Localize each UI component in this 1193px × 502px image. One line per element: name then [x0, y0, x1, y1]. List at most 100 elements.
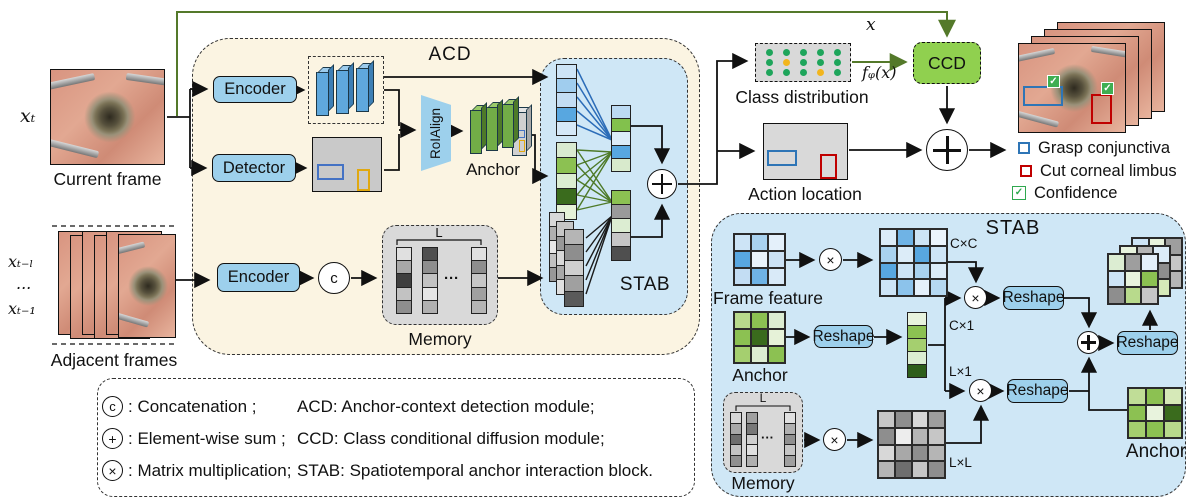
adjacent-var-ellipsis: ...: [16, 274, 32, 293]
matmul-operator-4: ×: [823, 428, 846, 451]
concat-operator: c: [318, 262, 350, 294]
roialign-label: RoIAlign: [428, 107, 444, 159]
reshape-box-4: Reshape: [1116, 331, 1179, 355]
legend-box: [97, 378, 695, 497]
cc-attention-grid: [879, 228, 948, 297]
memory-column: [730, 412, 742, 467]
dim-ll-label: L×L: [949, 455, 972, 470]
anchor-input-caption: Anchor: [732, 365, 788, 385]
frame-feature-caption: Frame feature: [713, 288, 823, 308]
adjacent-var-top: xₜ₋ₗ: [8, 252, 34, 271]
ll-attention-grid: [877, 410, 946, 479]
legend-sum-icon: +: [102, 428, 123, 449]
encoder-top-box: Encoder: [213, 76, 297, 103]
detected-blue-bbox: [317, 164, 344, 180]
reshape-box-3: Reshape: [1006, 379, 1069, 403]
ccd-module-box: CCD: [913, 42, 981, 84]
memory-ellipsis-acd: ···: [444, 270, 459, 287]
memory-column: [422, 247, 438, 314]
stab-output-grid-front: [1107, 253, 1159, 305]
detection-result-box: [312, 137, 382, 192]
elementwise-sum-operator: [647, 169, 677, 199]
roialign-block: RoIAlign: [421, 95, 451, 171]
grasp-legend-swatch: [1018, 142, 1030, 154]
memory-length-label-stab: L: [759, 391, 767, 405]
action-location-caption: Action location: [748, 184, 862, 204]
adjacent-frames-caption: Adjacent frames: [50, 350, 178, 370]
legend-ccd-def: CCD: Class conditional diffusion module;: [297, 429, 605, 448]
detector-box: Detector: [212, 154, 296, 182]
action-red-bbox: [820, 154, 837, 179]
confidence-check-icon: ✓: [1101, 82, 1114, 95]
current-frame-caption: Current frame: [53, 169, 162, 189]
confidence-legend-icon: ✓: [1012, 186, 1026, 200]
reshape-box-2: Reshape: [1002, 286, 1065, 310]
detected-yellow-bbox: [357, 169, 370, 191]
adjacent-var-bottom: xₜ₋₁: [8, 299, 36, 318]
memory-column: [746, 412, 758, 467]
class-distribution-caption: Class distribution: [735, 87, 869, 107]
memory-caption-stab: Memory: [731, 473, 795, 493]
memory-ellipsis-stab: ···: [761, 430, 774, 445]
cut-legend-label: Cut corneal limbus: [1040, 162, 1177, 180]
stab-detail-title: STAB: [985, 217, 1041, 239]
dim-l1-label: L×1: [949, 364, 972, 379]
stab-fused-column-top: [611, 105, 631, 172]
instrument-icon: [125, 72, 164, 87]
cx1-column: [907, 312, 927, 378]
acd-title: ACD: [428, 44, 472, 65]
adjacent-frames-stack: [58, 229, 178, 341]
memory-caption-acd: Memory: [408, 329, 472, 349]
stab-fused-column-bottom: [611, 190, 631, 261]
anchor-output-caption: Anchor: [1125, 441, 1187, 462]
final-sum-operator: [926, 129, 968, 171]
memory-column: [471, 247, 487, 314]
anchor-feature-icon: [470, 102, 487, 154]
dim-c1-label: C×1: [949, 318, 975, 333]
memory-column: [784, 412, 796, 467]
x-condition-label: x: [866, 15, 876, 35]
legend-concat-label: : Concatenation ;: [128, 397, 257, 416]
stab-frame-tokens-column: [556, 64, 577, 136]
action-blue-bbox: [767, 150, 797, 166]
instrument-icon: [51, 73, 96, 90]
f-phi-label: fᵩ(x): [862, 63, 897, 82]
output-grasp-bbox: [1023, 86, 1063, 106]
reshape-box-1: Reshape: [812, 325, 875, 348]
confidence-legend-label: Confidence: [1034, 184, 1118, 202]
dim-cc-label: C×C: [950, 236, 978, 251]
legend-matmul-label: : Matrix multiplication;: [128, 461, 292, 480]
stab-inner-title: STAB: [619, 274, 671, 295]
cut-legend-swatch: [1020, 165, 1032, 177]
output-frames-stack: ✓ ✓: [1018, 22, 1188, 137]
class-distribution-dots: [761, 47, 846, 78]
encoder-bottom-box: Encoder: [217, 263, 300, 292]
matmul-operator-1: ×: [819, 248, 842, 271]
feature-map-icon: [336, 62, 354, 114]
feature-map-icon: [356, 60, 374, 112]
anchor-feature-icon: [502, 96, 519, 148]
stab-sum-operator: [1077, 331, 1100, 354]
grasp-legend-label: Grasp conjunctiva: [1038, 139, 1171, 157]
ccd-label: CCD: [928, 52, 966, 73]
confidence-check-icon: ✓: [1047, 75, 1060, 88]
memory-length-label-acd: L: [435, 225, 443, 240]
stab-memory-stack-column: [564, 229, 584, 307]
current-frame-image: [50, 69, 165, 165]
matmul-operator-2: ×: [964, 286, 987, 309]
legend-stab-def: STAB: Spatiotemporal anchor interaction …: [297, 461, 653, 480]
anchor-input-grid: [733, 311, 786, 364]
matmul-operator-3: ×: [969, 379, 992, 402]
anchor-output-grid: [1127, 387, 1183, 439]
instrument-icon: [51, 138, 100, 159]
legend-matmul-icon: ×: [102, 460, 123, 481]
output-cut-bbox: [1091, 94, 1112, 124]
stab-anchor-tokens-column: [556, 142, 577, 220]
feature-map-icon: [316, 64, 334, 116]
legend-sum-label: : Element-wise sum ;: [128, 429, 286, 448]
current-frame-var: xₜ: [20, 105, 36, 127]
frame-feature-grid: [733, 233, 786, 286]
legend-acd-def: ACD: Anchor-context detection module;: [297, 397, 595, 416]
legend-concat-icon: c: [102, 396, 123, 417]
memory-column: [396, 247, 412, 314]
